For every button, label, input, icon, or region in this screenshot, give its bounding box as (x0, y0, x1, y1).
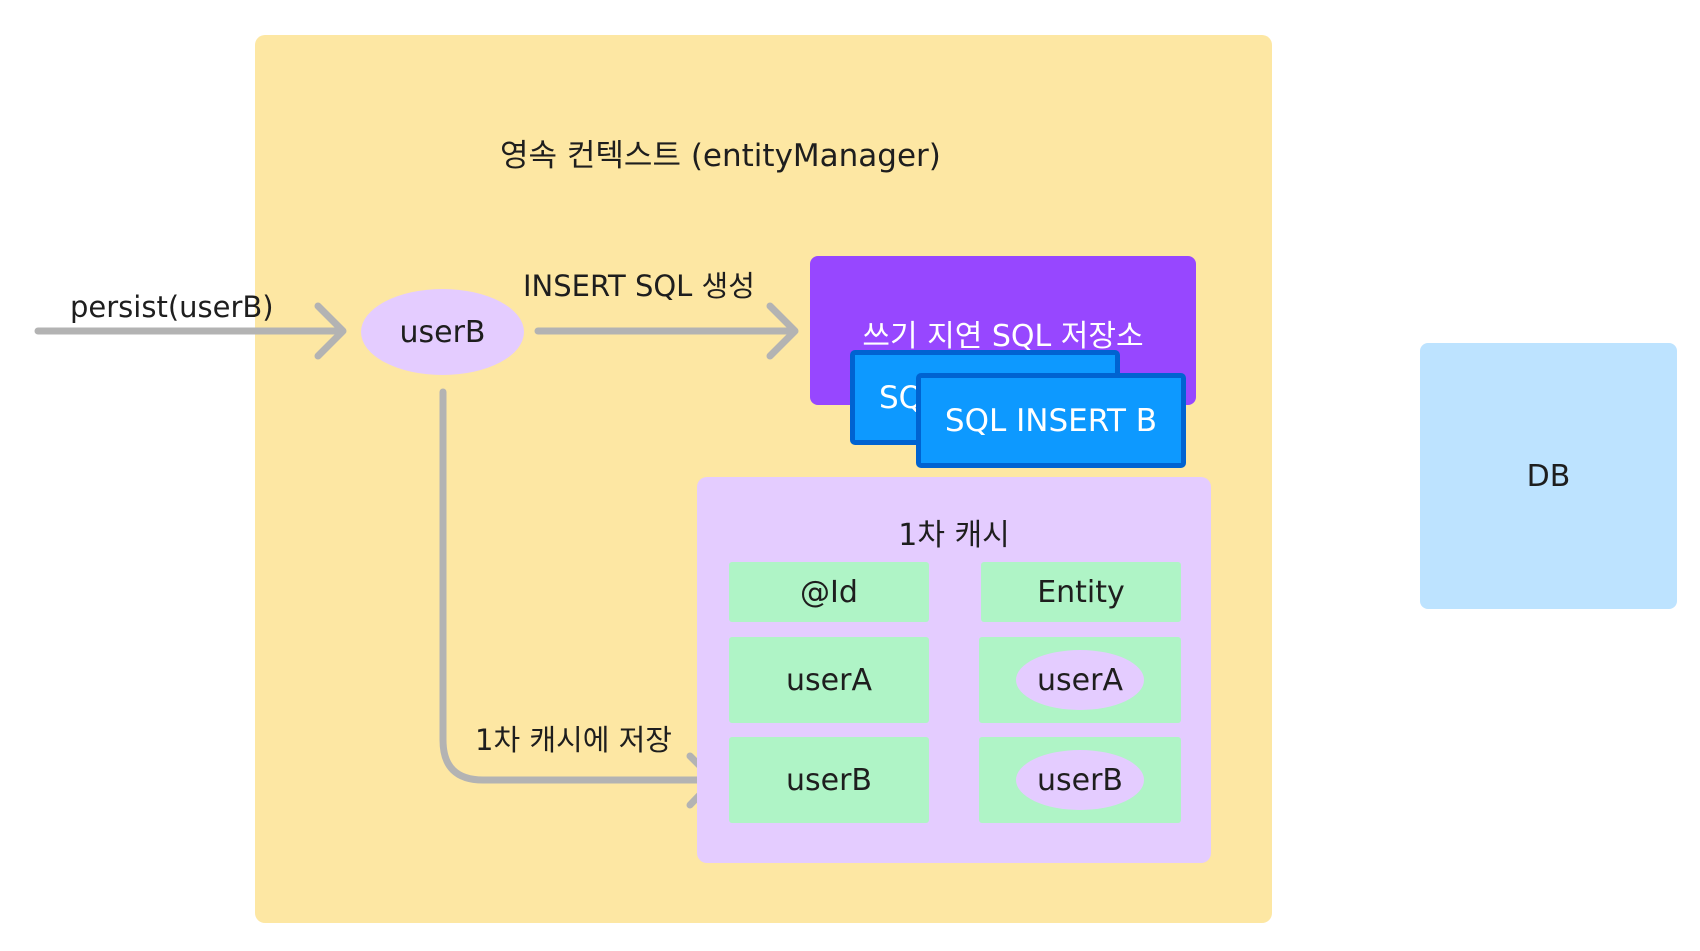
persistence-context-title: 영속 컨텍스트 (entityManager) (500, 138, 941, 174)
cache-row-userB-entity-cell: userB (979, 737, 1181, 823)
entity-userB-node: userB (361, 289, 524, 375)
cache-row-userB-id: userB (729, 737, 929, 823)
first-level-cache-title: 1차 캐시 (898, 518, 1010, 553)
cache-row-userA-id: userA (729, 637, 929, 723)
entity-userB-cache-node: userB (1016, 750, 1144, 810)
insert-sql-arrow (534, 302, 799, 360)
cache-row-userA-entity-cell: userA (979, 637, 1181, 723)
insert-sql-label: INSERT SQL 생성 (523, 269, 755, 303)
entity-userA-node: userA (1016, 650, 1144, 710)
persist-call-label: persist(userB) (70, 290, 274, 324)
store-cache-label: 1차 캐시에 저장 (475, 723, 672, 757)
write-behind-sql-store-title: 쓰기 지연 SQL 저장소 (862, 319, 1144, 354)
sql-card-insert-b: SQL INSERT B (916, 373, 1186, 468)
database-node: DB (1420, 343, 1677, 609)
cache-header-entity: Entity (981, 562, 1181, 622)
cache-header-id: @Id (729, 562, 929, 622)
persist-arrow (34, 302, 347, 360)
